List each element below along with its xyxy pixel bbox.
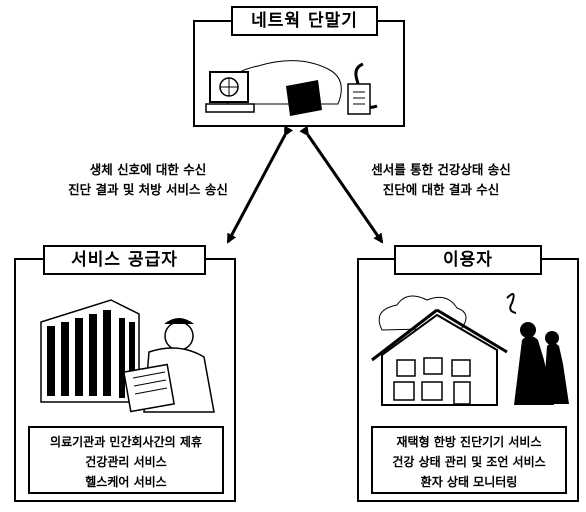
- right-edge-line-1: 센서를 통한 건강상태 송신: [371, 162, 511, 177]
- right-arrow: [299, 125, 384, 244]
- provider-illustration: [40, 299, 215, 413]
- right-edge-label: 센서를 통한 건강상태 송신 진단에 대한 결과 수신: [346, 160, 536, 200]
- user-item: 재택형 한방 진단기기 서비스: [396, 435, 542, 449]
- provider-item: 건강관리 서비스: [85, 455, 167, 469]
- provider-item: 의료기관과 민간회사간의 제휴: [50, 435, 202, 449]
- user-item: 환자 상태 모니터링: [420, 475, 518, 489]
- left-edge-line-1: 생체 신호에 대한 수신: [89, 162, 207, 177]
- left-edge-line-2: 진단 결과 및 처방 서비스 송신: [68, 182, 228, 197]
- user-item: 건강 상태 관리 및 조언 서비스: [392, 455, 546, 469]
- provider-title: 서비스 공급자: [43, 245, 206, 275]
- provider-service-list: 의료기관과 민간회사간의 제휴 건강관리 서비스 헬스케어 서비스: [28, 426, 224, 494]
- user-service-list: 재택형 한방 진단기기 서비스 건강 상태 관리 및 조언 서비스 환자 상태 …: [371, 426, 567, 494]
- user-title: 이용자: [394, 245, 542, 275]
- provider-item: 헬스케어 서비스: [85, 475, 167, 489]
- left-edge-label: 생체 신호에 대한 수신 진단 결과 및 처방 서비스 송신: [48, 160, 248, 200]
- terminal-illustration: [205, 60, 378, 116]
- user-illustration: [371, 293, 569, 406]
- left-arrow: [226, 125, 294, 244]
- right-edge-line-2: 진단에 대한 결과 수신: [382, 182, 500, 197]
- terminal-title: 네트웍 단말기: [231, 6, 378, 36]
